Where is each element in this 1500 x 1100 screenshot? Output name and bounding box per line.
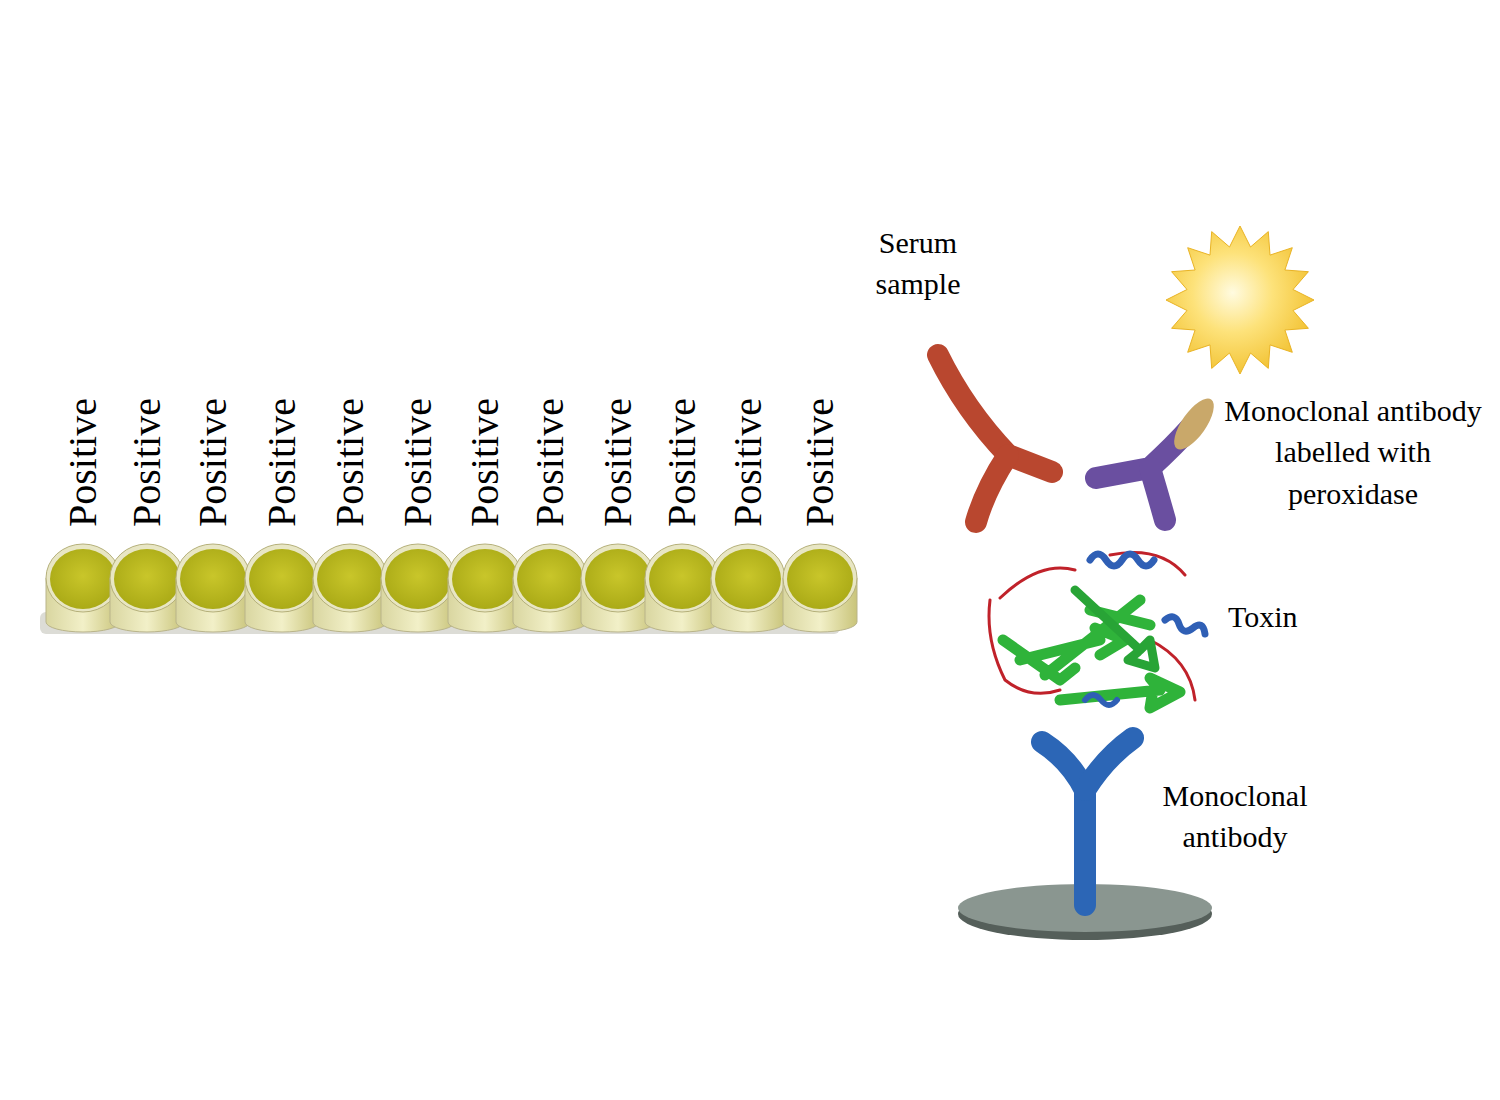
antibody-arm <box>1085 738 1133 790</box>
result-label: Positive <box>528 398 572 527</box>
well <box>783 544 857 632</box>
well-liquid <box>385 549 451 609</box>
antibody-arm <box>938 355 1052 472</box>
well <box>46 544 120 632</box>
result-label: Positive <box>396 398 440 527</box>
capture-antibody <box>1042 738 1133 905</box>
well-rim <box>711 544 785 612</box>
result-label: Positive <box>660 398 704 527</box>
antigen-label: Toxin <box>1228 600 1298 634</box>
result-label: Positive <box>260 398 304 527</box>
well-rim <box>513 544 587 612</box>
well <box>245 544 319 632</box>
antibody-label: Monoclonal antibody <box>1135 775 1335 858</box>
well <box>313 544 387 632</box>
well <box>448 544 522 632</box>
antibody-stem <box>1150 468 1165 520</box>
toxin-structure <box>989 553 1205 709</box>
well <box>381 544 455 632</box>
result-label: Positive <box>328 398 372 527</box>
well-rim <box>581 544 655 612</box>
sample-label: Serum sample <box>858 222 978 305</box>
well-rim <box>645 544 719 612</box>
well <box>513 544 587 632</box>
well <box>581 544 655 632</box>
well-strip <box>46 544 857 632</box>
result-label: Positive <box>61 398 105 527</box>
peroxidase-star <box>1166 226 1314 374</box>
result-label: Positive <box>191 398 235 527</box>
well-liquid <box>585 549 651 609</box>
result-label: Positive <box>596 398 640 527</box>
well <box>110 544 184 632</box>
result-label: Positive <box>726 398 770 527</box>
well-rim <box>381 544 455 612</box>
well-rim <box>783 544 857 612</box>
well-liquid <box>50 549 116 609</box>
well-liquid <box>114 549 180 609</box>
well-rim <box>176 544 250 612</box>
well-liquid <box>787 549 853 609</box>
well-liquid <box>715 549 781 609</box>
enzyme-tip <box>1167 393 1221 456</box>
well <box>176 544 250 632</box>
well-liquid <box>180 549 246 609</box>
antibody-stem <box>976 455 1008 522</box>
well-liquid <box>249 549 315 609</box>
well <box>645 544 719 632</box>
serum-antibody <box>938 355 1052 522</box>
well <box>711 544 785 632</box>
well-rim <box>448 544 522 612</box>
conjugate-label: Monoclonal antibody labelled with peroxi… <box>1222 390 1484 514</box>
well-liquid <box>452 549 518 609</box>
result-label: Positive <box>798 398 842 527</box>
well-rim <box>245 544 319 612</box>
result-label: Positive <box>125 398 169 527</box>
well-liquid <box>317 549 383 609</box>
result-label: Positive <box>463 398 507 527</box>
well-rim <box>46 544 120 612</box>
well-rim <box>313 544 387 612</box>
well-liquid <box>649 549 715 609</box>
well-liquid <box>517 549 583 609</box>
antibody-arm <box>1042 742 1085 905</box>
well-rim <box>110 544 184 612</box>
